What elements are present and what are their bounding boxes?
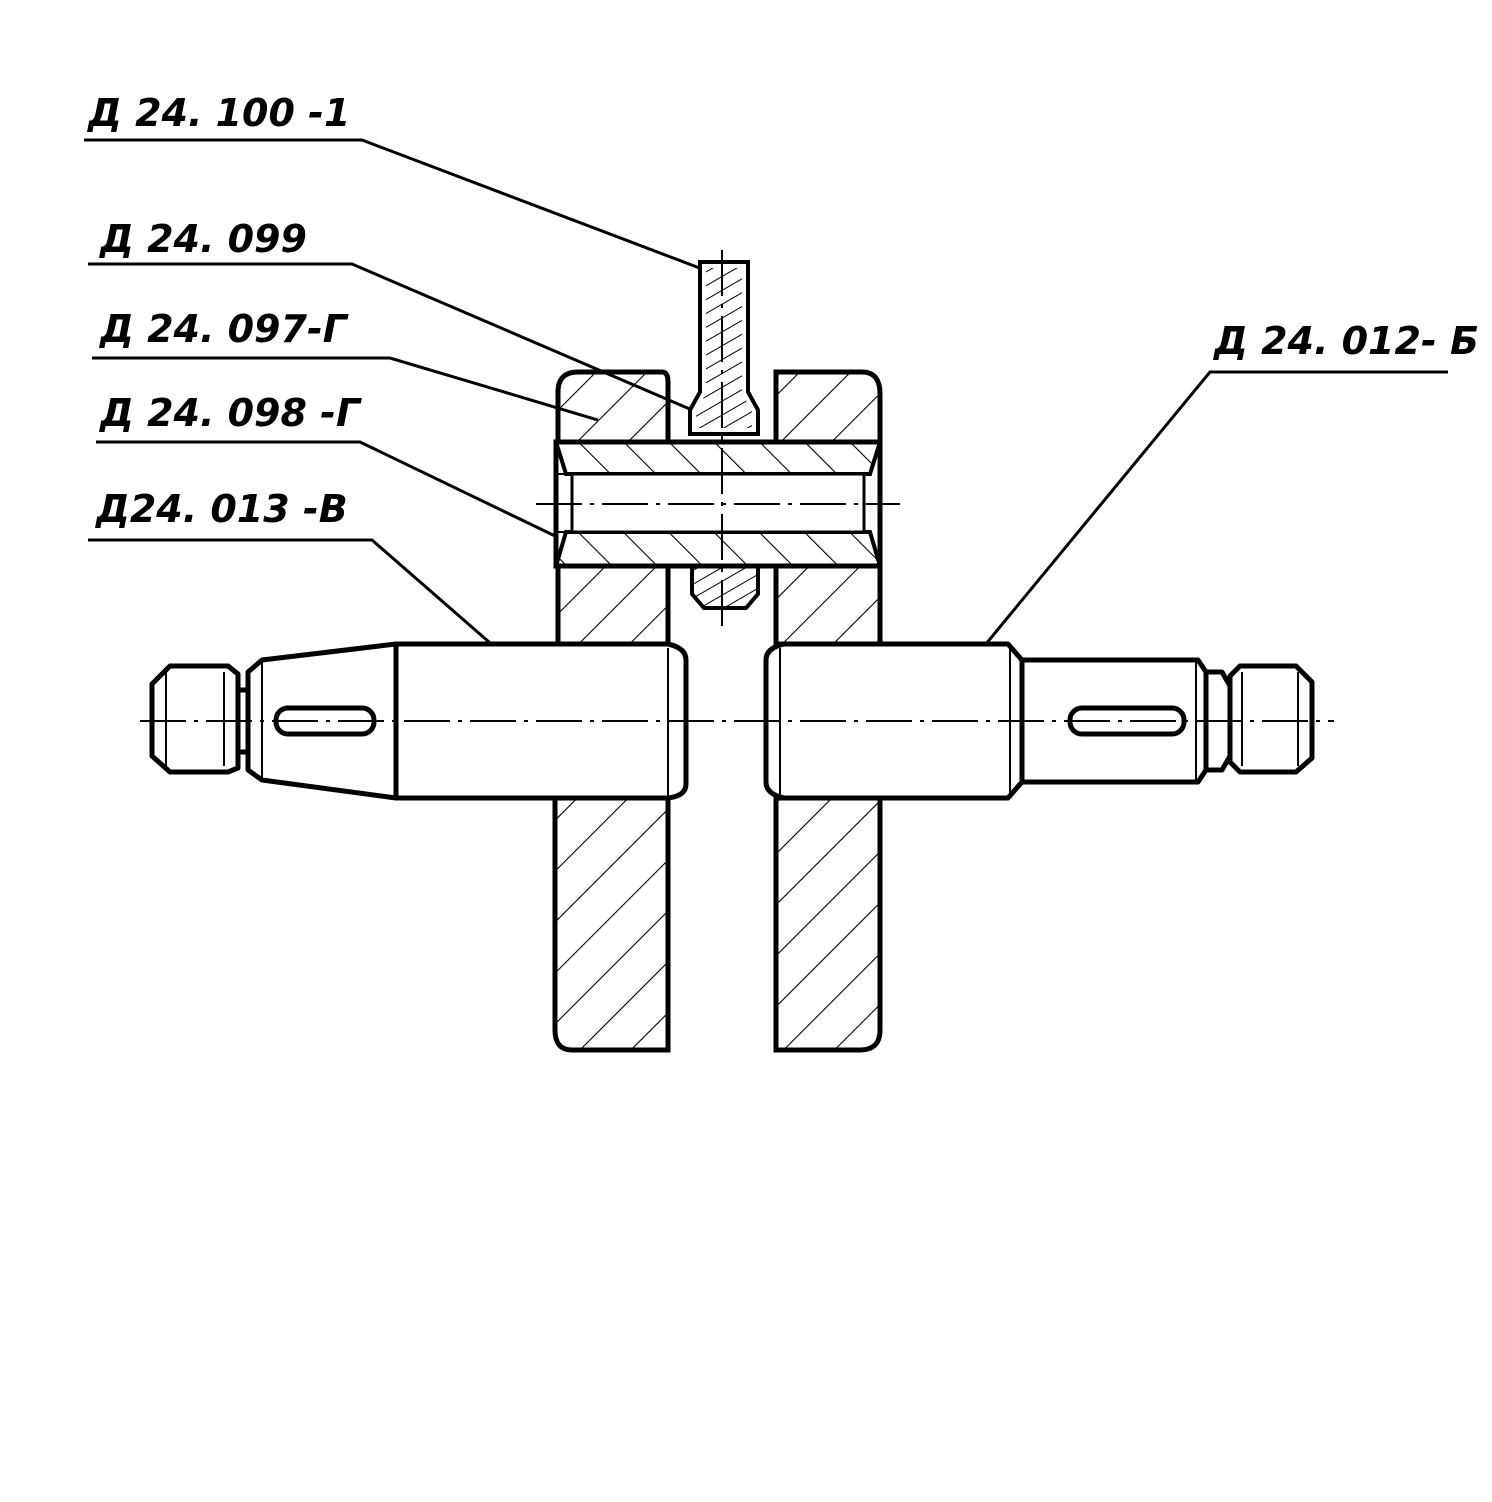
right-shaft	[763, 641, 1315, 801]
callout-bushing-label: Д 24. 097-Г	[99, 307, 349, 351]
callout-sleeve-top-label: Д 24. 099	[99, 217, 307, 261]
callout-left-shaft-label: Д24. 013 -В	[95, 487, 348, 531]
bushing-upper-wall	[553, 440, 883, 476]
bushing-assembly	[536, 439, 900, 569]
leader-line-blade	[84, 138, 719, 277]
leader-line-bushing	[92, 356, 599, 422]
right-disc-lower-section	[773, 795, 883, 1053]
callout-sleeve-top: Д 24. 099	[88, 217, 693, 412]
right-disc-upper-section	[773, 563, 883, 647]
callout-bushing: Д 24. 097-Г	[92, 307, 599, 422]
leader-line-right-shaft	[974, 370, 1448, 657]
callout-spacer-label: Д 24. 098 -Г	[99, 391, 362, 435]
leader-line-sleeve-top	[88, 262, 693, 412]
right-disc-top-section	[773, 369, 883, 445]
callout-spacer: Д 24. 098 -Г	[96, 391, 581, 550]
callout-left-shaft: Д24. 013 -В	[88, 487, 529, 678]
left-disc-lower-section	[552, 795, 671, 1053]
left-shaft-nut	[149, 663, 241, 775]
blade	[688, 250, 760, 626]
right-disc	[773, 369, 883, 1053]
left-disc	[552, 369, 671, 1053]
leader-line-left-shaft	[88, 538, 529, 678]
blade-section	[696, 268, 752, 428]
callout-blade-label: Д 24. 100 -1	[87, 91, 350, 135]
left-disc-top-section	[555, 369, 671, 445]
right-shaft-nut	[1227, 663, 1315, 775]
bushing-lower-wall	[553, 530, 883, 568]
callout-right-shaft: Д 24. 012- Б	[972, 319, 1479, 661]
callout-right-shaft-label: Д 24. 012- Б	[1213, 319, 1479, 363]
blade-lower-tip	[690, 564, 760, 610]
leader-line-spacer	[96, 440, 581, 550]
callout-blade: Д 24. 100 -1	[84, 91, 719, 277]
right-shaft-journal	[1019, 657, 1209, 785]
left-disc-upper-section	[555, 563, 671, 647]
